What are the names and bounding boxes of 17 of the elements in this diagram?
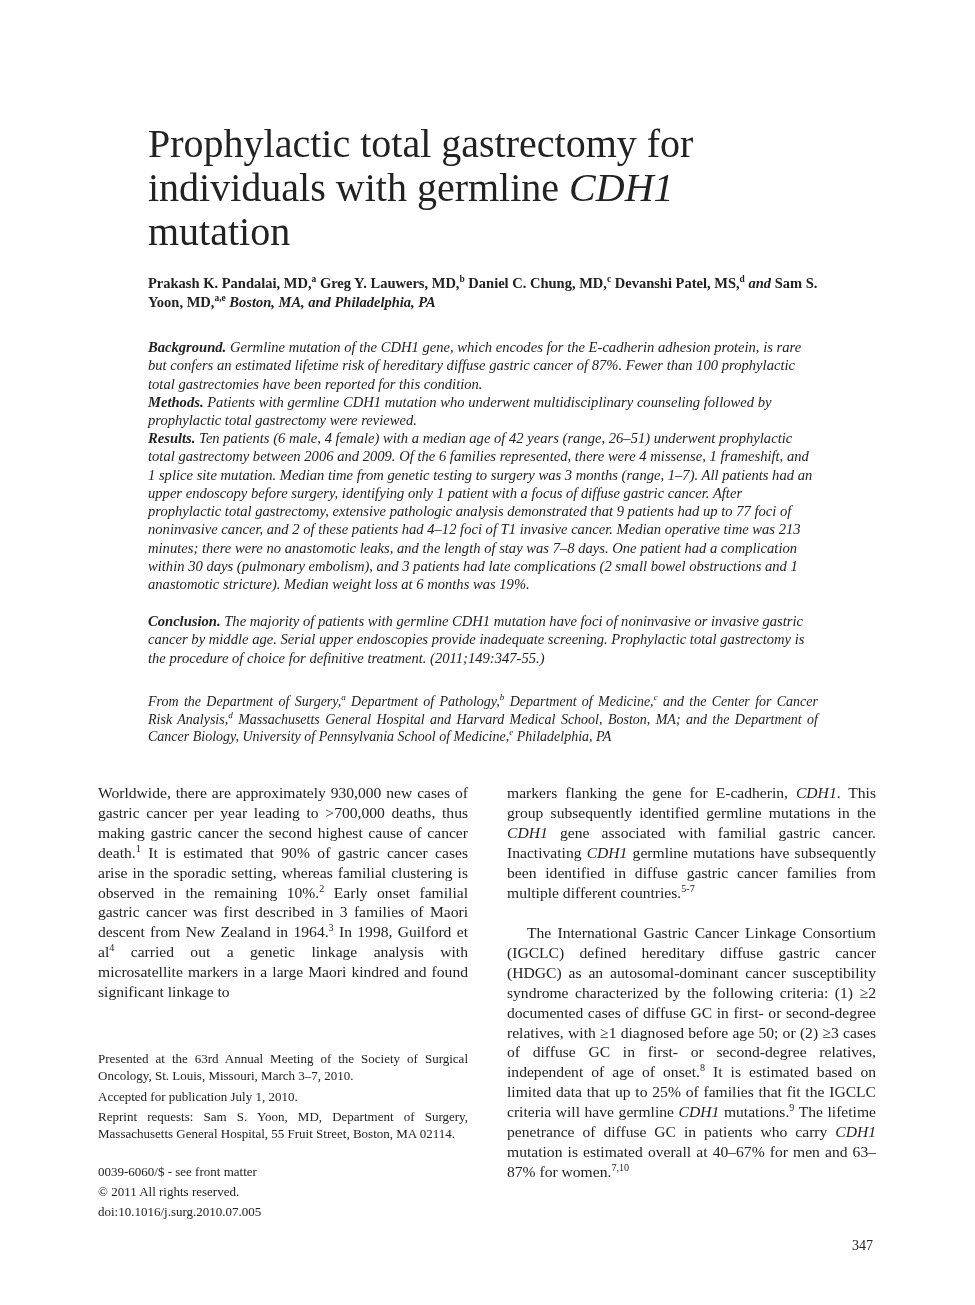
affiliation-text: From the Department of Surgery,$^{a}$ Department of Pathology,$^{b}$ Department of Medicine,$^{c}$ and the Center for Cancer Risk Analysis,$^{d}$ Massachusetts General Hospital and Harvard Medical School, Boston, MA; and the Department of Cancer Biology, University of Pennsylvania School of Medicine,$^{e}$ Philadelphia, PA xyxy=(148,693,818,746)
abstract-paragraph: Methods. Patients with germline CDH1 mutation who underwent multidisciplinary counseling followed by prophylactic total gastrectomy were reviewed. xyxy=(148,393,773,430)
footnote-text: Presented at the 63rd Annual Meeting of the Society of Surgical Oncology, St. Louis, Missouri, March 3–7, 2010. xyxy=(98,1050,468,1084)
body-paragraph: The International Gastric Cancer Linkage Consortium (IGCLC) defined hereditary diffuse gastric cancer (HDGC) as an autosomal-dominant cancer susceptibility syndrome characterized by the following criteria: (1) ≥2 documented cases of diffuse GC in first- or second-degree relatives, with ≥1 diagnosed before age 50; or (2) ≥3 cases of diffuse GC in first- or second-degree relatives, independent of age of onset.$^{8}$ It is estimated based on limited data that up to 25% of families that fit the IGCLC criteria will have germline CDH1 mutations.$^{9}$ The lifetime penetrance of diffuse GC in patients who carry CDH1 mutation is estimated overall at 40–67% for men and 63–87% for women.$^{7,10}$ xyxy=(507,923,876,1182)
article-title: Prophylactic total gastrectomy for individuals with germline CDH1 mutation xyxy=(148,122,695,254)
footnote-text: Reprint requests: Sam S. Yoon, MD, Department of Surgery, Massachusetts General Hospital, 55 Fruit Street, Boston, MA 02114. xyxy=(98,1108,468,1142)
abstract-paragraph: Results. Ten patients (6 male, 4 female) with a median age of 42 years (range, 26–51) underwent prophylactic total gastrectomy between 2006 and 2009. Of the 6 families represented, there were 4 missense, 1 frameshift, and 1 splice site mutation. Median time from genetic testing to surgery was 3 months (range, 1–7). All patients had an upper endoscopy before surgery, identifying only 1 patient with a focus of diffuse gastric cancer. After prophylactic total gastrectomy, extensive pathologic analysis demonstrated that 9 patients had up to 77 foci of noninvasive cancer, and 2 of these patients had 4–12 foci of T1 invasive cancer. Median operative time was 213 minutes; there were no anastomotic leaks, and the length of stay was 7–8 days. One patient had a complication within 30 days (pulmonary embolism), and 3 patients had late complications (2 small bowel obstructions and 1 anastomotic stricture). Median weight loss at 6 months was 19%. xyxy=(148,429,814,594)
footnote-text: 0039-6060/$ - see front matter xyxy=(98,1163,258,1180)
abstract-paragraph: Conclusion. The majority of patients with germline CDH1 mutation have foci of noninvasive or invasive gastric cancer by middle age. Serial upper endoscopies provide inadequate screening. Prophylactic total gastrectomy is the procedure of choice for definitive treatment. (2011;149:347-55.) xyxy=(148,612,806,667)
body-paragraph: Worldwide, there are approximately 930,000 new cases of gastric cancer per year leading to >700,000 deaths, thus making gastric cancer the second highest cause of cancer death.$^{1}$ It is estimated that 90% of gastric cancer cases arise in the sporadic setting, whereas familial clustering is observed in the remaining 10%.$^{2}$ Early onset familial gastric cancer was first described in 3 families of Maori descent from New Zealand in 1964.$^{3}$ In 1998, Guilford et al$^{4}$ carried out a genetic linkage analysis with microsatellite markers in a large Maori kindred and found significant linkage to xyxy=(98,783,468,1002)
copyright-text: © 2011 All rights reserved. xyxy=(98,1183,241,1200)
body-paragraph: markers flanking the gene for E-cadherin, CDH1. This group subsequently identified germline mutations in the CDH1 gene associated with familial gastric cancer. Inactivating CDH1 germline mutations have subsequently been identified in diffuse gastric cancer families from multiple different countries.$^{5-7}$ xyxy=(507,783,876,903)
doi-text: doi:10.1016/j.surg.2010.07.005 xyxy=(98,1203,263,1220)
abstract-paragraph: Background. Germline mutation of the CDH1 gene, which encodes for the E-cadherin adhesion protein, is rare but confers an estimated lifetime risk of hereditary diffuse gastric cancer of 87%. Fewer than 100 prophylactic total gastrectomies have been reported for this condition. xyxy=(148,338,803,393)
page-number: 347 xyxy=(852,1238,873,1254)
footnote-text: Accepted for publication July 1, 2010. xyxy=(98,1088,299,1105)
author-list: Prakash K. Pandalai, MD,$^{a}$ Greg Y. Lauwers, MD,$^{b}$ Daniel C. Chung, MD,$^{c}$ Devanshi Patel, MS,$^{d}$ and Sam S. Yoon, MD,$^{a,e}$ Boston, MA, and Philadelphia, PA xyxy=(148,274,828,312)
